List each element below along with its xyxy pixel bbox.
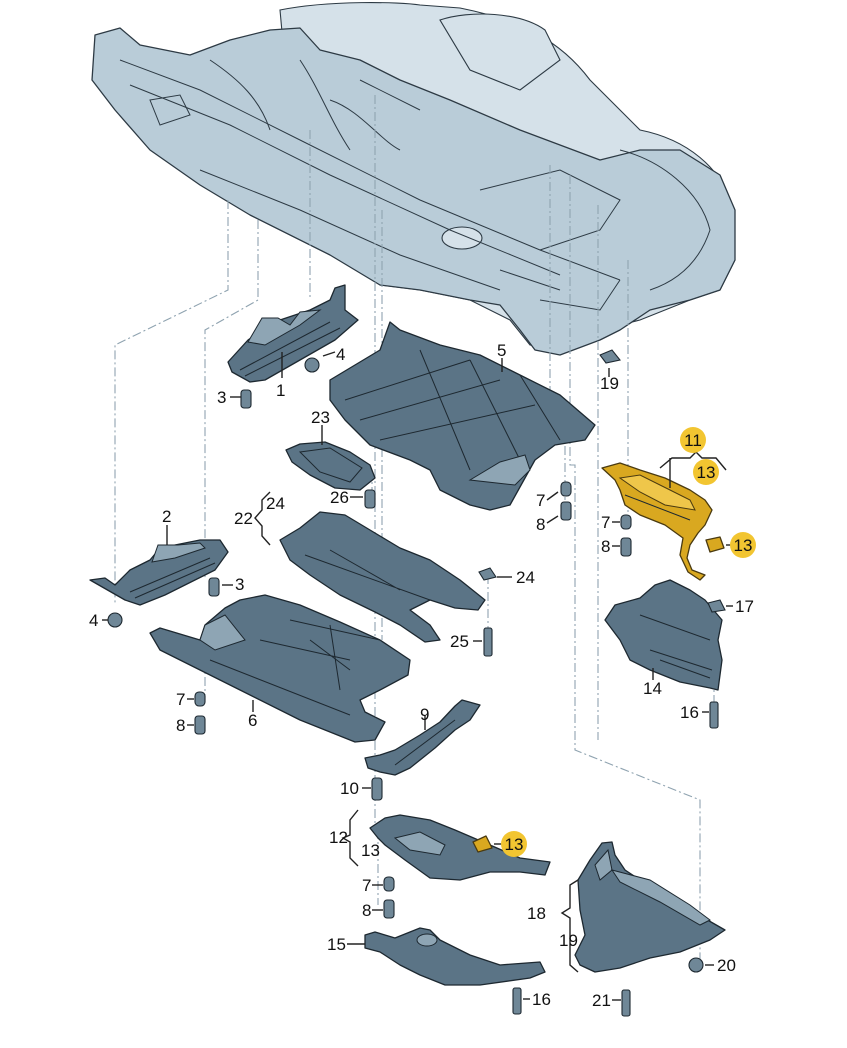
fastener-8a <box>560 501 572 521</box>
fastener-19 <box>599 349 621 364</box>
fastener-13-clip-a <box>705 536 725 553</box>
fastener-20 <box>688 957 704 973</box>
fastener-7d <box>383 876 395 892</box>
callout-3b[interactable]: 3 <box>235 575 244 594</box>
callout-24b[interactable]: 24 <box>516 568 535 587</box>
fastener-10 <box>371 777 383 801</box>
leader-lines <box>102 351 733 1001</box>
callout-7b[interactable]: 7 <box>601 513 610 532</box>
part-9-bracket[interactable] <box>364 699 481 776</box>
body-hole <box>441 226 483 250</box>
callout-9[interactable]: 9 <box>420 705 429 724</box>
callout-18[interactable]: 18 <box>527 904 546 923</box>
fasteners <box>107 349 726 1017</box>
callout-20[interactable]: 20 <box>717 956 736 975</box>
callout-13d[interactable]: 13 <box>361 841 380 860</box>
callout-25[interactable]: 25 <box>450 632 469 651</box>
callout-5[interactable]: 5 <box>497 341 506 360</box>
callout-14[interactable]: 14 <box>643 679 662 698</box>
fastener-8b <box>620 537 632 557</box>
part-15-rear-bracket[interactable] <box>364 927 546 986</box>
fastener-4b <box>107 612 123 628</box>
fastener-13-clip-b <box>472 835 493 853</box>
callout-10[interactable]: 10 <box>340 779 359 798</box>
callout-7c[interactable]: 7 <box>176 690 185 709</box>
callout-22[interactable]: 22 <box>234 509 253 528</box>
callout-17[interactable]: 17 <box>735 597 754 616</box>
callout-24a[interactable]: 24 <box>266 494 285 513</box>
callout-8a[interactable]: 8 <box>536 515 545 534</box>
callout-7a[interactable]: 7 <box>536 491 545 510</box>
callout-8c[interactable]: 8 <box>176 716 185 735</box>
callout-11[interactable]: 11 <box>684 431 702 450</box>
callout-23[interactable]: 23 <box>311 408 330 427</box>
callout-4b[interactable]: 4 <box>89 611 98 630</box>
callout-13b-highlight[interactable]: 13 <box>730 532 756 558</box>
part-23-access-cover[interactable] <box>285 441 376 491</box>
callout-12[interactable]: 12 <box>329 828 348 847</box>
part-2-side-trim[interactable] <box>89 539 229 606</box>
callout-3a[interactable]: 3 <box>217 388 226 407</box>
callout-21[interactable]: 21 <box>592 991 611 1010</box>
fastener-4a <box>304 357 320 373</box>
fastener-26 <box>364 489 376 509</box>
fastener-7c <box>194 691 206 707</box>
part-18-rear-shield[interactable] <box>574 841 726 973</box>
callout-16b[interactable]: 16 <box>532 990 551 1009</box>
callout-8d[interactable]: 8 <box>362 901 371 920</box>
part-12-side-strip[interactable] <box>369 814 551 881</box>
part-11-wheel-arch-trim[interactable] <box>601 462 713 581</box>
fastener-25 <box>483 627 493 657</box>
callout-19a[interactable]: 19 <box>600 374 619 393</box>
callout-4a[interactable]: 4 <box>336 345 345 364</box>
fastener-24a <box>478 567 497 581</box>
part-1-side-trim[interactable] <box>227 284 359 383</box>
fastener-8d <box>383 899 395 919</box>
callout-8b[interactable]: 8 <box>601 537 610 556</box>
part-14-wheel-housing-cover[interactable] <box>604 579 723 691</box>
callout-19b[interactable]: 19 <box>559 931 578 950</box>
callout-7d[interactable]: 7 <box>362 876 371 895</box>
callouts: 1 4 3 5 23 26 22 24 2 3 4 24 25 6 7 8 9 … <box>89 341 756 1010</box>
fastener-21 <box>621 989 631 1017</box>
callout-13c[interactable]: 13 <box>505 835 524 854</box>
callout-13c-highlight[interactable]: 13 <box>501 831 527 857</box>
callout-2[interactable]: 2 <box>162 507 171 526</box>
fastener-7a <box>560 481 572 497</box>
callout-13b[interactable]: 13 <box>734 536 753 555</box>
part-22-tunnel-panel[interactable] <box>279 511 486 643</box>
callout-13a-highlight[interactable]: 13 <box>693 459 719 485</box>
fastener-8c <box>194 715 206 735</box>
callout-11-highlight[interactable]: 11 <box>680 427 706 453</box>
callout-1[interactable]: 1 <box>276 381 285 400</box>
callout-6[interactable]: 6 <box>248 711 257 730</box>
fastener-17 <box>707 599 726 613</box>
callout-13a[interactable]: 13 <box>697 463 716 482</box>
fastener-16b <box>512 987 522 1015</box>
fastener-3b <box>208 577 220 597</box>
vehicle-body-shell <box>91 2 736 356</box>
part-6-centre-panel-rear[interactable] <box>149 594 411 743</box>
fastener-3a <box>240 389 252 409</box>
fastener-7b <box>620 514 632 530</box>
fastener-16a <box>709 701 719 729</box>
callout-15[interactable]: 15 <box>327 935 346 954</box>
part-5-centre-panel-front[interactable] <box>329 321 596 511</box>
callout-26[interactable]: 26 <box>330 488 349 507</box>
callout-16a[interactable]: 16 <box>680 703 699 722</box>
